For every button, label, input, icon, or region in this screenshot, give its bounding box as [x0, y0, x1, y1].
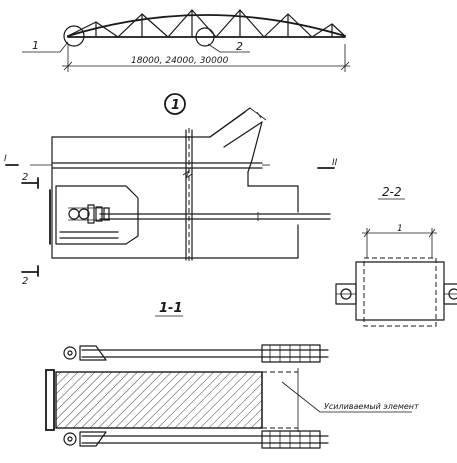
bottom-bolt-row [63, 430, 329, 449]
section-mark-1-left: I [4, 154, 7, 164]
section-1-1: 1-1 [45, 301, 419, 449]
callout-1-label: 1 [32, 39, 39, 52]
detail-1-circle-label: 1 [171, 98, 180, 113]
section-2-2-dim-label: 1 [397, 224, 403, 234]
section-2-2: 2-2 1 [335, 185, 457, 327]
callout-2-label: 2 [236, 40, 243, 53]
truss-elevation: 1 2 18000, 24000, 30000 [22, 9, 350, 72]
top-bolt-row [63, 344, 329, 363]
section-mark-2-top: 2 [22, 172, 28, 183]
detail-1-circle [164, 93, 186, 115]
node-circle-1 [63, 25, 85, 47]
section-1-1-title: 1-1 [159, 301, 183, 316]
detail-1: 1 [4, 93, 338, 287]
section-mark-2-bottom: 2 [22, 276, 28, 287]
section-mark-1-right: II [332, 158, 338, 168]
strengthened-member-label: Усиливаемый элемент [324, 402, 419, 411]
bolt-cluster [59, 204, 119, 239]
section-2-2-title: 2-2 [382, 185, 402, 199]
node-circle-2 [195, 27, 215, 47]
span-dimension-label: 18000, 24000, 30000 [131, 56, 229, 66]
strengthened-member [55, 371, 263, 429]
